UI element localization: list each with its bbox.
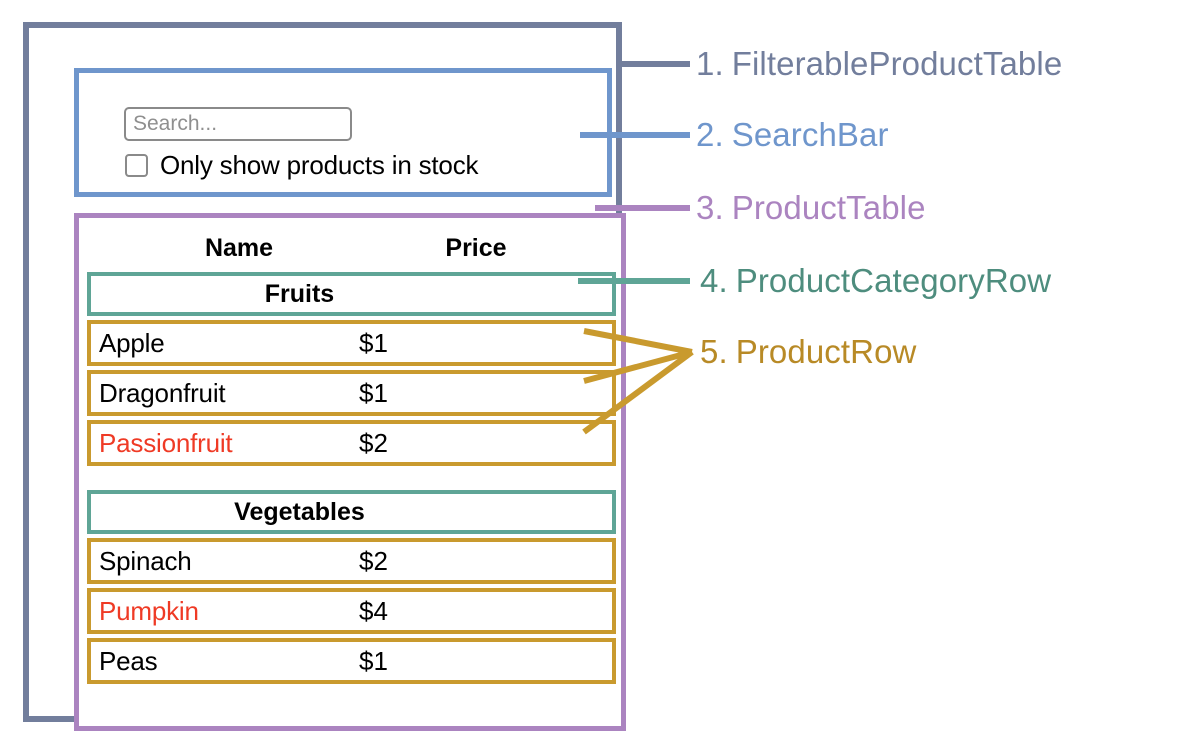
in-stock-filter-row[interactable]: Only show products in stock [125,150,478,181]
search-input[interactable] [124,107,352,141]
annotation-label-product-row: 5.ProductRow [700,333,916,371]
product-row: Peas $1 [87,638,616,684]
product-row: Passionfruit $2 [87,420,616,466]
in-stock-checkbox-label: Only show products in stock [160,150,479,180]
product-row: Apple $1 [87,320,616,366]
product-price: $2 [359,545,388,576]
product-row: Spinach $2 [87,538,616,584]
product-table-header: Name Price [87,228,607,268]
annotation-label-product-table: 3.ProductTable [696,189,926,227]
annotation-number: 2. [696,116,724,153]
annotation-text: ProductTable [731,189,926,226]
product-row: Dragonfruit $1 [87,370,616,416]
annotation-number: 1. [696,45,724,82]
product-table-frame: Name Price Fruits Apple $1 Dragonfruit $… [74,213,626,731]
annotation-label-search-bar: 2.SearchBar [696,116,889,154]
product-price: $1 [359,377,388,408]
product-row: Pumpkin $4 [87,588,616,634]
product-price: $2 [359,427,388,458]
column-header-price: Price [445,233,507,262]
product-category-label: Vegetables [234,497,365,526]
annotation-text: ProductCategoryRow [735,262,1052,299]
annotation-label-product-category-row: 4.ProductCategoryRow [700,262,1051,300]
product-table-rows: Fruits Apple $1 Dragonfruit $1 Passionfr… [87,272,616,688]
product-price: $4 [359,595,388,626]
in-stock-checkbox[interactable] [125,154,148,177]
annotation-label-filterable-product-table: 1.FilterableProductTable [696,45,1062,83]
product-name: Peas [99,645,158,676]
column-header-name: Name [204,233,274,262]
product-name: Dragonfruit [99,377,226,408]
product-category-label: Fruits [264,279,335,308]
product-category-row: Fruits [87,272,616,316]
filterable-product-table-frame: Only show products in stock Name Price F… [23,22,626,731]
annotation-text: SearchBar [731,116,889,153]
product-name: Apple [99,327,165,358]
annotation-number: 5. [700,333,728,370]
search-bar-frame: Only show products in stock [74,68,612,197]
annotation-number: 3. [696,189,724,226]
product-name: Pumpkin [99,595,199,626]
product-price: $1 [359,327,388,358]
group-spacer [87,470,616,490]
annotation-number: 4. [700,262,728,299]
product-name: Passionfruit [99,427,233,458]
annotation-text: FilterableProductTable [731,45,1063,82]
product-category-row: Vegetables [87,490,616,534]
annotation-text: ProductRow [735,333,917,370]
product-name: Spinach [99,545,192,576]
product-price: $1 [359,645,388,676]
